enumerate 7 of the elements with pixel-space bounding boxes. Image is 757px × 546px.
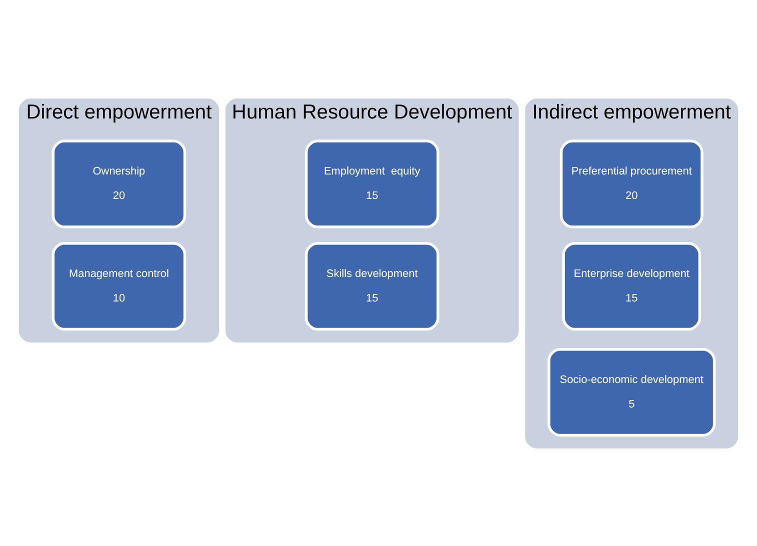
node-box: Preferential procurement 20 (560, 139, 704, 228)
node-box: Management control 10 (52, 241, 186, 330)
node-box: Socio-economic development 5 (548, 347, 716, 436)
node-box: Enterprise development 15 (562, 241, 702, 330)
node-box: Skills development 15 (304, 241, 440, 330)
node-box: Ownership 20 (52, 139, 186, 228)
node-box: Employment equity 15 (304, 139, 440, 228)
